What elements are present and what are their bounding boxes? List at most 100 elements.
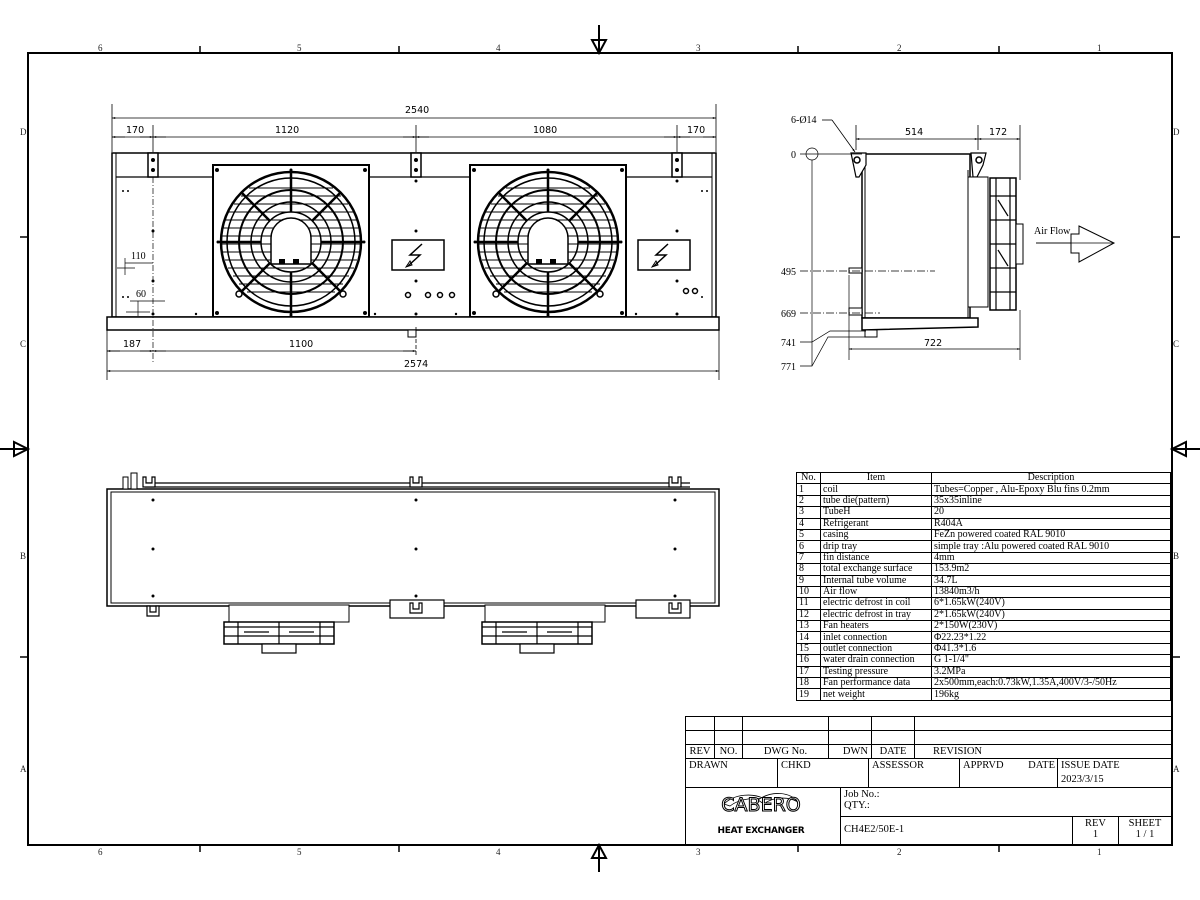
row-description: 13840m3/h [931, 585, 1171, 599]
svg-text:1: 1 [1097, 847, 1102, 857]
row-description: R404A [931, 517, 1171, 530]
side-view: 6-Ø14 514 172 [781, 115, 1116, 373]
row-description: 34.7L [931, 574, 1171, 587]
svg-text:C: C [20, 339, 26, 349]
centering-mark-bottom [590, 842, 608, 872]
row-item: tube die(pattern) [820, 494, 932, 508]
row-item: Air flow [820, 585, 932, 599]
row-item: Fan performance data [820, 677, 932, 690]
centering-mark-left [0, 440, 31, 458]
svg-text:D: D [20, 127, 27, 137]
svg-text:6: 6 [98, 43, 103, 53]
hanger-bracket [671, 152, 683, 178]
logo-subtitle: HEAT EXCHANGER [717, 826, 805, 836]
row-description: 2*1.65kW(240V) [931, 608, 1171, 622]
row-no: 3 [796, 506, 821, 519]
svg-text:5: 5 [297, 847, 302, 857]
row-item: Internal tube volume [820, 574, 932, 587]
row-no: 13 [796, 620, 821, 633]
rev-cell [872, 731, 915, 745]
rev-cell [872, 717, 915, 731]
rev-field: REV 1 [1073, 817, 1119, 844]
sheet-field: SHEET 1 / 1 [1119, 817, 1171, 844]
row-item: TubeH [820, 506, 932, 519]
svg-text:4: 4 [496, 43, 501, 53]
svg-text:3: 3 [696, 847, 701, 857]
row-description: 4mm [931, 551, 1171, 565]
coil-body [861, 153, 971, 319]
rev-label: REV [1085, 818, 1106, 829]
rev-cell [686, 717, 715, 731]
svg-text:741: 741 [781, 338, 796, 349]
svg-text:3: 3 [696, 43, 701, 53]
date-header: DATE [872, 745, 915, 759]
title-block: REV NO. DWG No. DWN DATE REVISION DRAWN … [685, 716, 1172, 845]
svg-text:B: B [20, 551, 26, 561]
row-no: 2 [796, 494, 821, 508]
fan-side-icon [989, 177, 1024, 311]
rev-cell [686, 731, 715, 745]
plan-view [106, 472, 720, 654]
svg-text:187: 187 [123, 339, 141, 350]
row-no: 5 [796, 528, 821, 542]
issue-date-value: 2023/3/15 [1061, 774, 1104, 785]
dwg-no-header: DWG No. [743, 745, 829, 759]
row-description: 2x500mm,each:0.73kW,1.35A,400V/3-/50Hz [931, 677, 1171, 690]
svg-text:5: 5 [297, 43, 302, 53]
row-description: 2*150W(230V) [931, 620, 1171, 633]
svg-text:514: 514 [905, 127, 923, 138]
row-description: 6*1.65kW(240V) [931, 597, 1171, 610]
svg-text:B: B [1173, 551, 1179, 561]
row-description: G 1-1/4" [931, 654, 1171, 667]
drip-tray [106, 316, 720, 331]
row-no: 15 [796, 642, 821, 656]
issue-date-label: ISSUE DATE [1061, 760, 1120, 771]
row-no: 17 [796, 665, 821, 679]
svg-text:60: 60 [136, 289, 146, 300]
svg-text:2574: 2574 [404, 359, 428, 370]
apprvd-field: APPRVD DATE [960, 759, 1058, 788]
row-description: 153.9m2 [931, 563, 1171, 576]
svg-text:A: A [1173, 764, 1180, 774]
row-item: Testing pressure [820, 665, 932, 679]
row-description: 196kg [931, 688, 1171, 701]
rev-header: REV [686, 745, 715, 759]
issue-date-field: ISSUE DATE 2023/3/15 [1058, 759, 1171, 788]
rev-value: 1 [1092, 829, 1099, 840]
row-item: water drain connection [820, 654, 932, 667]
row-item: coil [820, 483, 932, 496]
row-item: Fan heaters [820, 620, 932, 633]
rev-cell [715, 731, 743, 745]
svg-text:1: 1 [1097, 43, 1102, 53]
svg-text:D: D [1173, 127, 1180, 137]
row-item: Refrigerant [820, 517, 932, 530]
row-description: Tubes=Copper , Alu-Epoxy Blu fins 0.2mm [931, 483, 1171, 496]
svg-text:722: 722 [924, 338, 942, 349]
logo-wordmark: CABERO [721, 794, 801, 816]
row-no: 6 [796, 540, 821, 553]
apprvd-label: APPRVD [963, 760, 1004, 771]
header-item: Item [820, 471, 932, 485]
centering-mark-top [590, 25, 608, 56]
airflow-arrow-icon [1036, 225, 1116, 263]
svg-text:2: 2 [897, 43, 902, 53]
svg-text:1080: 1080 [533, 125, 557, 136]
row-no: 1 [796, 483, 821, 496]
header-no: No. [796, 471, 821, 485]
sheet-frame [0, 25, 1200, 872]
row-description: 35x35inline [931, 494, 1171, 508]
electrical-hazard-icon [391, 239, 445, 271]
row-no: 16 [796, 654, 821, 667]
rev-cell [915, 717, 1171, 731]
apprvd-date-label: DATE [1028, 760, 1055, 771]
